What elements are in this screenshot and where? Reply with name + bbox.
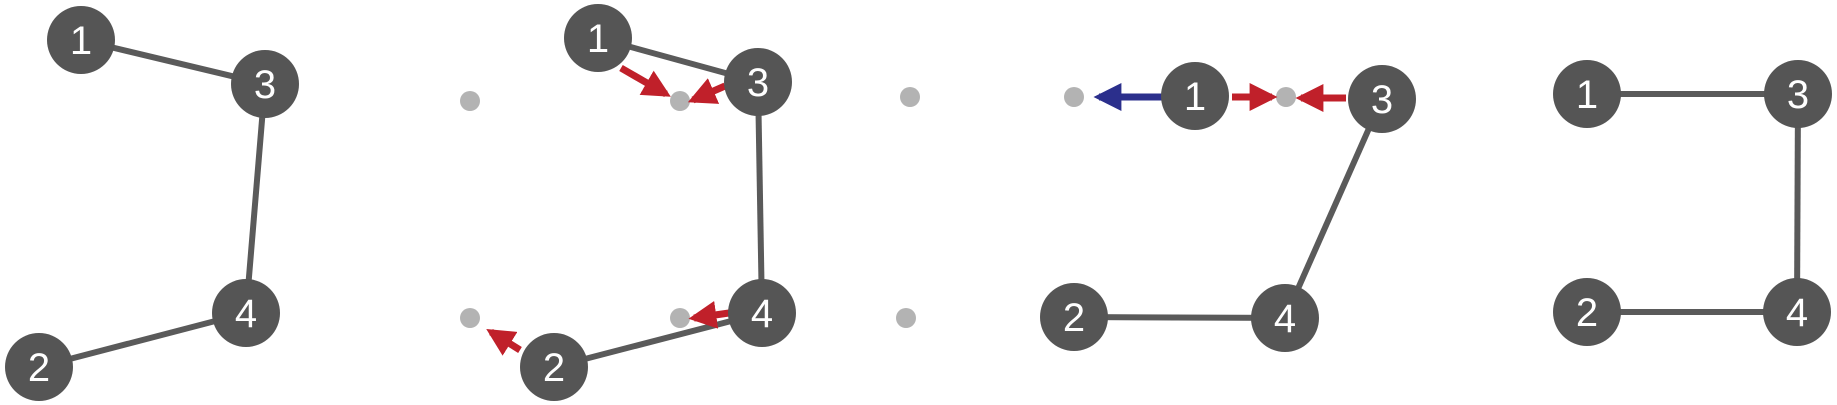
panel-3-node-1-label: 1 [1184,75,1206,119]
panel-1-node-2: 2 [5,333,73,401]
panel-4-node-3: 3 [1764,60,1832,128]
panel-1-node-1-label: 1 [70,19,92,63]
panel-1-node-3-label: 3 [254,63,276,107]
edges-layer [38,35,1801,370]
panel-1-node-1: 1 [47,6,115,74]
nodes-layer: 1 3 4 2 1 3 4 2 1 3 4 2 1 3 4 2 [5,4,1832,401]
panel-4-node-3-circle [1764,60,1832,128]
panel-3-grid-dot-2 [1064,87,1084,107]
panel-3-node-2: 2 [1040,283,1108,351]
panel-2-grid-dot-3 [460,308,480,328]
panel-2-node-2-label: 2 [543,346,565,390]
panel-1-node-3: 3 [231,50,299,118]
panel-1-node-4-label: 4 [235,292,257,336]
panel-3-node-4-circle [1251,284,1319,352]
panel-3-node-3-label: 3 [1371,78,1393,122]
panel-3-node-2-label: 2 [1063,296,1085,340]
panel-2-arrow-red-from-node-2 [486,329,522,356]
panel-1-node-2-circle [5,333,73,401]
panel-4-node-1-circle [1553,60,1621,128]
panel-2-grid-dot-2 [670,91,690,111]
panel-4-node-1: 1 [1553,60,1621,128]
panel-3-node-2-circle [1040,283,1108,351]
panel-2-grid-dot-4 [670,308,690,328]
grid-dots-layer [460,87,1296,328]
panel-2-edge-4-2 [553,310,763,370]
panel-4-node-3-label: 3 [1787,73,1809,117]
panel-2-node-1-label: 1 [587,17,609,61]
panel-3-edge-4-2 [1073,314,1286,321]
panel-2-node-4-label: 4 [751,292,773,336]
panel-2-node-4-circle [728,279,796,347]
panel-4-node-1-label: 1 [1576,73,1598,117]
panel-2-node-1-circle [564,4,632,72]
panel-3-edge-3-4 [1282,97,1385,320]
panel-2-arrow-red-from-node-1 [619,64,671,98]
panel-3-node-4-label: 4 [1274,297,1296,341]
panel-3-grid-dot-1 [900,87,920,107]
panel-2-node-3-label: 3 [747,61,769,105]
panel-3-node-3-circle [1348,65,1416,133]
panel-1-node-1-circle [47,6,115,74]
panel-4-node-2-circle [1553,278,1621,346]
panel-2-node-2-circle [520,333,588,401]
panel-1-node-4-circle [212,279,280,347]
panel-1-edge-4-2 [38,310,247,370]
panel-4-node-2-label: 2 [1576,291,1598,335]
panel-2-arrow-red-from-node-3 [687,78,727,104]
panel-2-node-1: 1 [564,4,632,72]
panel-2-node-2: 2 [520,333,588,401]
panel-3-node-3: 3 [1348,65,1416,133]
panel-2-edge-3-4 [755,81,765,314]
panel-1-edge-3-4 [243,83,268,314]
panel-2-arrow-red-from-node-4 [688,300,730,329]
panel-1-node-3-circle [231,50,299,118]
panel-4-node-4: 4 [1763,278,1831,346]
panel-3-grid-dot-4 [1276,87,1296,107]
panel-2-node-4: 4 [728,279,796,347]
panel-4-node-2: 2 [1553,278,1621,346]
panel-3-node-4: 4 [1251,284,1319,352]
panel-3-node-1: 1 [1161,62,1229,130]
panel-2-node-3: 3 [724,48,792,116]
panel-1-node-2-label: 2 [28,346,50,390]
panel-3-grid-dot-3 [896,308,916,328]
panel-2-grid-dot-1 [460,91,480,111]
arrows-layer [486,64,1346,356]
panel-4-node-4-circle [1763,278,1831,346]
panel-4-node-4-label: 4 [1786,291,1808,335]
panel-1-node-4: 4 [212,279,280,347]
panel-3-node-1-circle [1161,62,1229,130]
panel-2-node-3-circle [724,48,792,116]
panel-4-edge-3-4 [1794,93,1801,313]
